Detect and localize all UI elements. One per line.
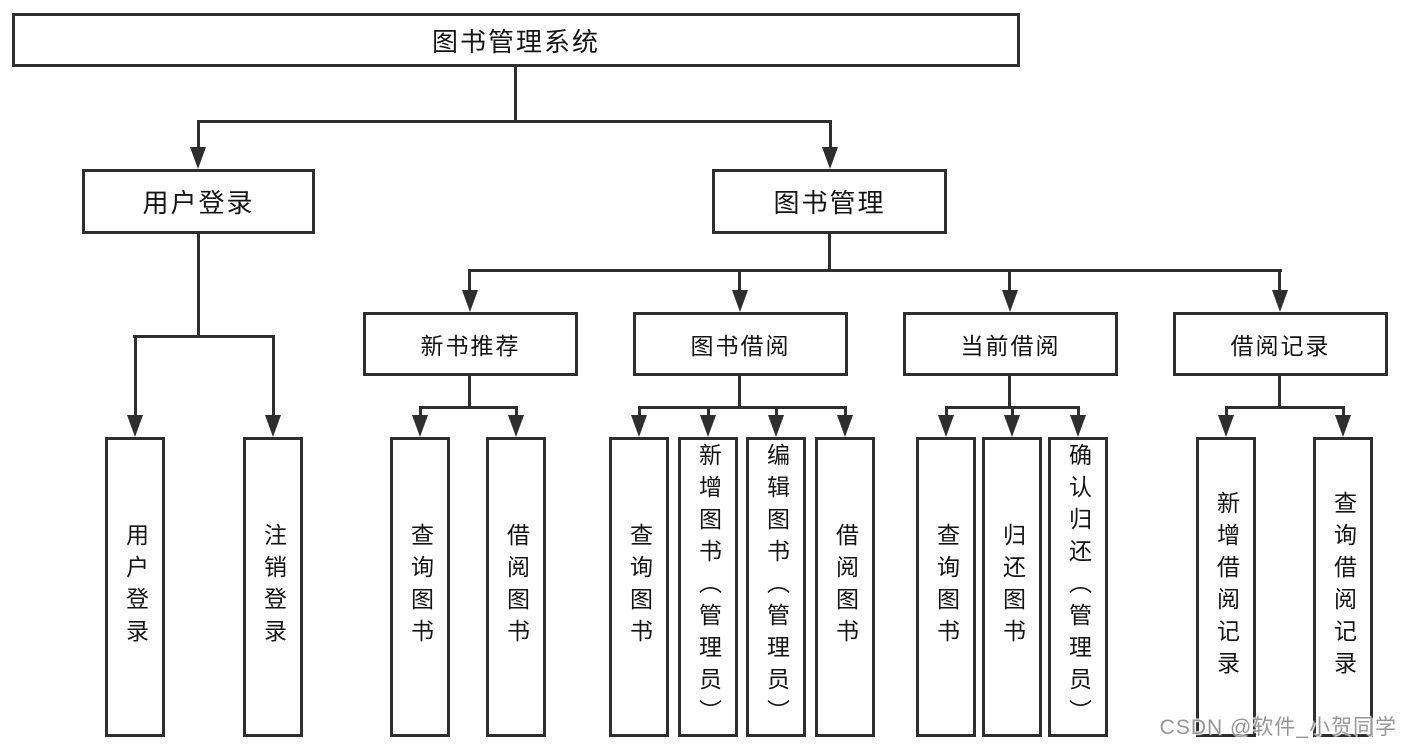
arrow-down-icon	[822, 147, 838, 169]
connector-line	[272, 335, 275, 416]
node-label: 借阅图书	[832, 523, 859, 651]
node-current-borrowing: 当前借阅	[903, 312, 1118, 376]
node-label: 注销登录	[260, 523, 287, 651]
node-label: 查询借阅记录	[1330, 491, 1357, 683]
connector-line	[945, 406, 948, 417]
connector-line	[707, 406, 710, 417]
node-label: 查询图书	[933, 523, 960, 651]
node-new-book-recommendation: 新书推荐	[363, 312, 578, 376]
connector-line	[1278, 269, 1281, 292]
node-library-system: 图书管理系统	[12, 13, 1020, 67]
connector-line	[197, 234, 200, 337]
connector-line	[829, 120, 832, 149]
node-label: 查询图书	[626, 523, 653, 651]
connector-line	[1342, 406, 1345, 417]
leaf-search-borrow-record: 查询借阅记录	[1313, 437, 1373, 737]
connector-line	[638, 406, 641, 417]
node-label: 借阅图书	[503, 523, 530, 651]
connector-line	[514, 67, 517, 120]
connector-line	[133, 335, 275, 338]
connector-line	[1008, 269, 1011, 292]
connector-line	[638, 406, 847, 409]
connector-line	[419, 406, 517, 409]
node-label: 图书借阅	[690, 333, 791, 359]
arrow-down-icon	[190, 147, 206, 169]
arrow-down-icon	[768, 415, 784, 437]
leaf-search-books-current: 查询图书	[916, 437, 976, 737]
arrow-down-icon	[938, 415, 954, 437]
node-book-management: 图书管理	[712, 169, 947, 234]
leaf-edit-book-admin: 编辑图书（管理员）	[746, 437, 806, 737]
node-borrowing-records: 借阅记录	[1173, 312, 1388, 376]
arrow-down-icon	[412, 415, 428, 437]
connector-line	[468, 269, 471, 292]
node-label: 查询图书	[407, 523, 434, 651]
arrow-down-icon	[127, 415, 143, 437]
leaf-logout: 注销登录	[243, 437, 303, 737]
leaf-confirm-return-admin: 确认归还（管理员）	[1048, 437, 1108, 737]
leaf-borrow-books-recommend: 借阅图书	[486, 437, 546, 737]
arrow-down-icon	[732, 290, 748, 312]
arrow-down-icon	[1004, 415, 1020, 437]
connector-line	[468, 269, 1282, 272]
connector-line	[1011, 406, 1014, 417]
connector-line	[1077, 406, 1080, 417]
leaf-search-books-borrow: 查询图书	[609, 437, 669, 737]
node-label: 新增借阅记录	[1213, 491, 1240, 683]
node-label: 用户登录	[142, 188, 255, 218]
node-label: 归还图书	[999, 523, 1026, 651]
node-label: 编辑图书（管理员）	[763, 443, 790, 731]
connector-line	[197, 120, 831, 123]
node-user-login: 用户登录	[82, 169, 315, 234]
connector-line	[738, 269, 741, 292]
arrow-down-icon	[1002, 290, 1018, 312]
connector-line	[1225, 406, 1228, 417]
arrow-down-icon	[462, 290, 478, 312]
connector-line	[468, 376, 471, 409]
node-label: 新增图书（管理员）	[695, 443, 722, 731]
connector-line	[419, 406, 422, 417]
arrow-down-icon	[1335, 415, 1351, 437]
leaf-user-login: 用户登录	[105, 437, 165, 737]
arrow-down-icon	[508, 415, 524, 437]
node-label: 用户登录	[122, 523, 149, 651]
arrow-down-icon	[1070, 415, 1086, 437]
arrow-down-icon	[700, 415, 716, 437]
arrow-down-icon	[631, 415, 647, 437]
leaf-borrow-books: 借阅图书	[815, 437, 875, 737]
connector-line	[1008, 376, 1011, 409]
leaf-return-book: 归还图书	[982, 437, 1042, 737]
node-label: 图书管理	[773, 188, 886, 218]
leaf-add-book-admin: 新增图书（管理员）	[678, 437, 738, 737]
connector-line	[1278, 376, 1281, 409]
arrow-down-icon	[1218, 415, 1234, 437]
node-label: 当前借阅	[960, 333, 1061, 359]
leaf-search-books-recommend: 查询图书	[390, 437, 450, 737]
connector-line	[1225, 406, 1343, 409]
arrow-down-icon	[265, 415, 281, 437]
node-label: 借阅记录	[1230, 333, 1331, 359]
connector-line	[828, 234, 831, 272]
arrow-down-icon	[1272, 290, 1288, 312]
node-label: 新书推荐	[420, 333, 521, 359]
connector-line	[134, 335, 137, 416]
leaf-add-borrow-record: 新增借阅记录	[1196, 437, 1256, 737]
connector-line	[738, 376, 741, 409]
csdn-watermark: CSDN @软件_小贺同学	[1159, 716, 1397, 739]
node-book-borrowing: 图书借阅	[633, 312, 848, 376]
node-label: 确认归还（管理员）	[1065, 443, 1092, 731]
connector-line	[775, 406, 778, 417]
connector-line	[515, 406, 518, 417]
connector-line	[197, 120, 200, 149]
node-label: 图书管理系统	[431, 26, 600, 57]
arrow-down-icon	[837, 415, 853, 437]
connector-line	[844, 406, 847, 417]
